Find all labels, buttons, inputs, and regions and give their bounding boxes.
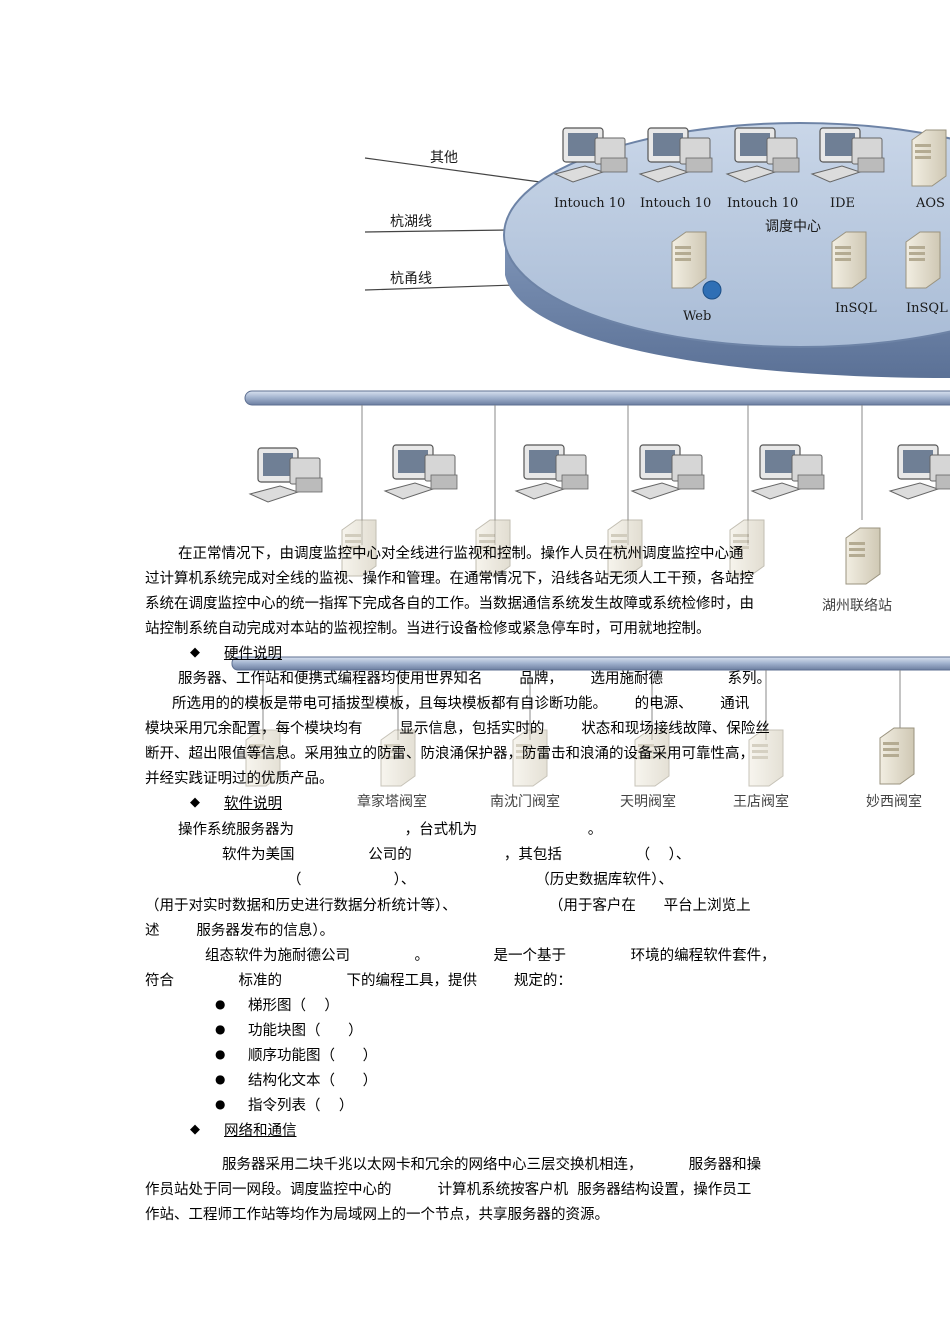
list-item: 指令列表（ ） xyxy=(248,1098,354,1114)
valve-room-label: 天明阀室 xyxy=(620,794,676,810)
paragraph-line: 服务器采用二块千兆以太网卡和冗余的网络中心三层交换机相连， 服务器和操 xyxy=(222,1157,762,1173)
pc-label: Intouch 10 xyxy=(727,196,799,211)
dot-bullet-icon: ● xyxy=(215,1022,226,1036)
pc-label: Intouch 10 xyxy=(640,196,712,211)
paragraph-line: 软件为美国 公司的 ，其包括 （ ）、 xyxy=(222,847,691,863)
dot-bullet-icon: ● xyxy=(215,1047,226,1061)
paragraph-line: 符合 标准的 下的编程工具，提供 规定的： xyxy=(145,973,572,989)
server-label: InSQL xyxy=(906,301,948,316)
paragraph-line: 作站、工程师工作站等均作为局域网上的一个节点，共享服务器的资源。 xyxy=(145,1207,609,1223)
paragraph-line: 述 服务器发布的信息）。 xyxy=(145,923,335,939)
line-hangyong xyxy=(364,284,516,291)
heading-hardware: 硬件说明 xyxy=(224,646,282,662)
valve-room-label: 南沈门阀室 xyxy=(490,794,560,810)
dot-bullet-icon: ● xyxy=(215,1072,226,1086)
label-hanghu: 杭湖线 xyxy=(390,214,432,230)
server-label: InSQL xyxy=(835,301,877,316)
paragraph-line: 组态软件为施耐德公司 。 是一个基于 环境的编程软件套件， xyxy=(205,948,776,964)
list-item: 梯形图（ ） xyxy=(248,998,339,1014)
paragraph-line: 服务器、工作站和便携式编程器均使用世界知名 品牌， 选用施耐德 系列。 xyxy=(178,671,772,687)
line-other xyxy=(364,157,541,183)
list-item: 功能块图（ ） xyxy=(248,1023,363,1039)
network-diagram-graphic xyxy=(231,122,950,787)
paragraph-line: （用于对实时数据和历史进行数据分析统计等）、 （用于客户在 平台上浏览上 xyxy=(145,898,751,914)
paragraph-line: 系统在调度监控中心的统一指挥下完成各自的工作。当数据通信系统发生故障或系统检修时… xyxy=(145,596,754,612)
globe-icon xyxy=(702,280,722,300)
valve-room-label: 王店阀室 xyxy=(733,794,789,810)
paragraph-line: 并经实践证明过的优质产品。 xyxy=(145,771,334,787)
upper-network-bus xyxy=(244,390,950,406)
valve-room-label: 妙西阀室 xyxy=(866,794,922,810)
server-label: Web xyxy=(683,309,712,324)
list-item: 顺序功能图（ ） xyxy=(248,1048,378,1064)
dot-bullet-icon: ● xyxy=(215,997,226,1011)
paragraph-line: 在正常情况下，由调度监控中心对全线进行监视和控制。操作人员在杭州调度监控中心通 xyxy=(178,546,744,562)
diamond-bullet-icon: ◆ xyxy=(190,795,200,810)
dot-bullet-icon: ● xyxy=(215,1097,226,1111)
diamond-bullet-icon: ◆ xyxy=(190,1122,200,1137)
paragraph-line: 操作系统服务器为 ，台式机为 。 xyxy=(178,822,603,838)
paragraph-line: 所选用的的模板是带电可插拔型模板，且每块模板都有自诊断功能。 的电源、 通讯 xyxy=(172,696,750,712)
station-label: 湖州联络站 xyxy=(822,598,892,614)
pc-label: AOS xyxy=(916,196,945,211)
paragraph-line: 站控制系统自动完成对本站的监视控制。当进行设备检修或紧急停车时，可用就地控制。 xyxy=(145,621,711,637)
list-item: 结构化文本（ ） xyxy=(248,1073,378,1089)
paragraph-line: 断开、超出限值等信息。采用独立的防雷、防浪涌保护器，防雷击和浪涌的设备采用可靠性… xyxy=(145,746,754,762)
lower-drop-lines xyxy=(262,670,901,740)
label-other: 其他 xyxy=(430,150,458,166)
diamond-bullet-icon: ◆ xyxy=(190,645,200,660)
paragraph-line: （ ）、 （历史数据库软件）、 xyxy=(287,872,674,888)
paragraph-line: 作员站处于同一网段。调度监控中心的 计算机系统按客户机 服务器结构设置，操作员工 xyxy=(145,1182,752,1198)
center-title: 调度中心 xyxy=(765,219,821,235)
lower-network-bus xyxy=(231,656,950,671)
pc-label: IDE xyxy=(830,196,856,211)
heading-network: 网络和通信 xyxy=(224,1123,297,1139)
valve-room-label: 章家塔阀室 xyxy=(357,794,427,810)
network-diagram: 其他 杭湖线 杭甬线 Intouch 10 Intouch 10 Intouch… xyxy=(231,122,950,810)
pc-label: Intouch 10 xyxy=(554,196,626,211)
paragraph-line: 模块采用冗余配置，每个模块均有 显示信息，包括实时的 状态和现场接线故障、保险丝 xyxy=(145,721,770,737)
paragraph-line: 过计算机系统完成对全线的监视、操作和管理。在通常情况下，沿线各站无须人工干预，各… xyxy=(145,571,754,587)
line-hanghu xyxy=(364,229,511,233)
heading-software: 软件说明 xyxy=(224,796,282,812)
label-hangyong: 杭甬线 xyxy=(390,271,432,287)
